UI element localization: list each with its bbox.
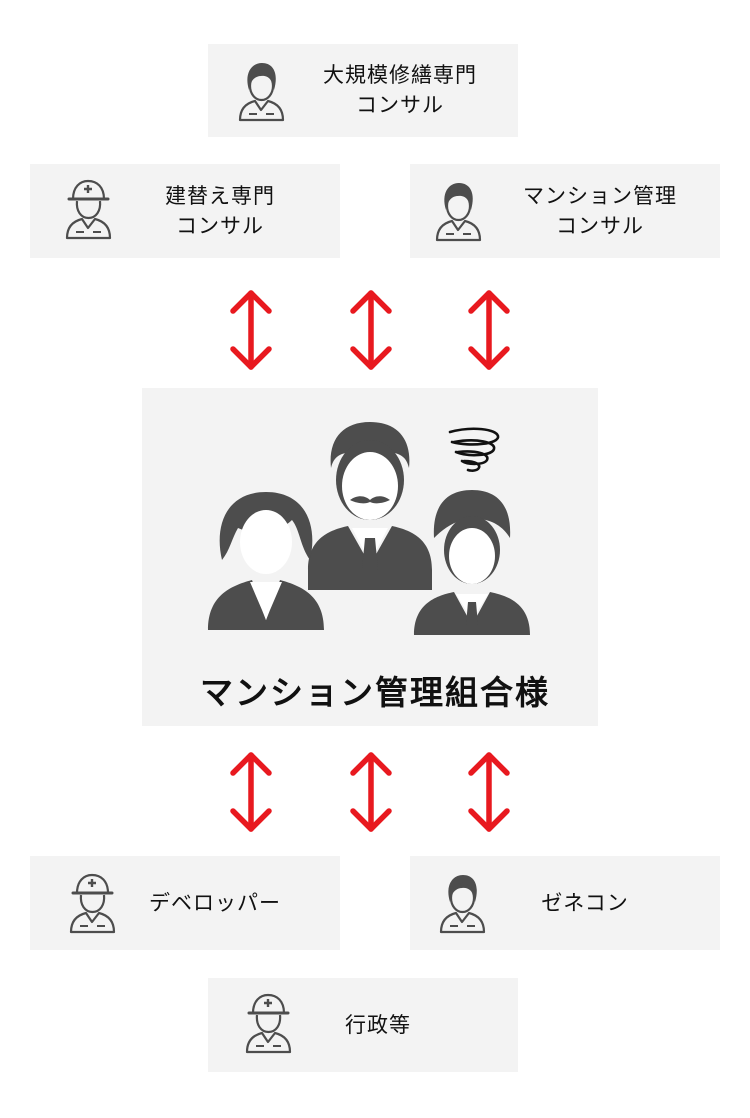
person-icon (235, 60, 287, 122)
role-label: 建替え専門 コンサル (120, 181, 320, 241)
person-icon (432, 180, 484, 242)
role-label: 行政等 (318, 1010, 438, 1040)
swirl-icon (448, 427, 500, 472)
person-icon (436, 872, 488, 934)
role-box-large-scale-repair: 大規模修繕専門 コンサル (208, 44, 518, 137)
role-label: ゼネコン (510, 888, 660, 918)
role-label-line2: コンサル (356, 93, 444, 117)
double-arrow-icon (347, 288, 395, 372)
role-label-line1: ゼネコン (541, 891, 629, 915)
role-label: マンション管理 コンサル (495, 181, 705, 241)
woman-icon (208, 492, 324, 630)
role-label-line1: デベロッパー (149, 891, 281, 915)
hardhat-worker-icon (242, 992, 294, 1054)
role-label-line1: 建替え専門 (165, 184, 275, 208)
double-arrow-icon (227, 750, 275, 834)
man-center-icon (308, 422, 432, 590)
hardhat-worker-icon (66, 872, 118, 934)
double-arrow-icon (465, 288, 513, 372)
role-label-line2: コンサル (176, 214, 264, 238)
role-box-mansion-management: マンション管理 コンサル (410, 164, 720, 258)
man-right-icon (414, 490, 530, 635)
double-arrow-icon (227, 288, 275, 372)
role-box-rebuild: 建替え専門 コンサル (30, 164, 340, 258)
double-arrow-icon (347, 750, 395, 834)
double-arrow-icon (465, 750, 513, 834)
center-title: マンション管理組合様 (200, 673, 550, 712)
role-box-general-contractor: ゼネコン (410, 856, 720, 950)
role-box-government: 行政等 (208, 978, 518, 1072)
hardhat-worker-icon (62, 178, 114, 240)
role-label-line1: マンション管理 (523, 184, 677, 208)
role-label: 大規模修繕専門 コンサル (290, 60, 510, 120)
role-label: デベロッパー (130, 888, 300, 918)
role-label-line1: 行政等 (345, 1013, 411, 1037)
role-label-line2: コンサル (556, 214, 644, 238)
role-label-line1: 大規模修繕専門 (323, 63, 477, 87)
confused-group-icon (208, 422, 530, 635)
role-box-developer: デベロッパー (30, 856, 340, 950)
